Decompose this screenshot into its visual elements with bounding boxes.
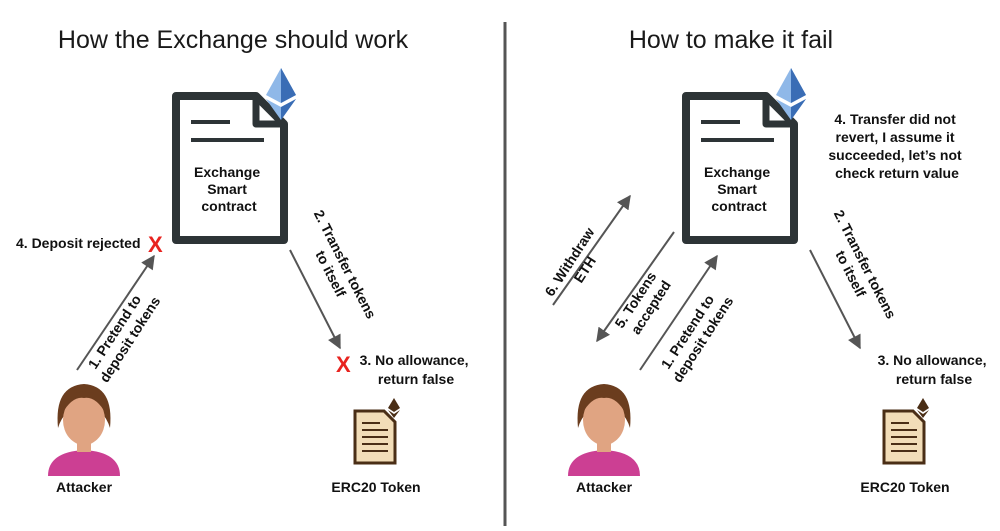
step-4-label: 4. Deposit rejected [16, 235, 141, 251]
contract-label-line: Smart [207, 181, 247, 197]
contract-label-line: contract [201, 198, 257, 214]
step-4-line: 4. Transfer did not [834, 111, 956, 127]
step-1-label: 1. Pretend to deposit tokens [655, 284, 737, 385]
contract-label-line: Exchange [194, 164, 260, 180]
arrow-deposit [639, 254, 718, 371]
arrow-transfer [289, 249, 341, 350]
step-2-label: 2. Transfer tokens to itself [816, 207, 902, 332]
arrow-tokens-accepted [596, 231, 675, 343]
contract-label-line: Smart [717, 181, 757, 197]
step-3-line: 3. No allowance, [360, 352, 469, 368]
left-title: How the Exchange should work [58, 26, 409, 54]
step-1-label: 1. Pretend to deposit tokens [82, 284, 164, 385]
attacker-avatar [48, 384, 120, 476]
step-3-line: 3. No allowance, [878, 352, 987, 368]
erc20-token-icon [353, 398, 400, 465]
arrow-deposit [76, 254, 155, 371]
left-panel: How the Exchange should work Exchange Sm… [16, 26, 473, 495]
step-4-label: 4. Transfer did not revert, I assume it … [828, 111, 965, 181]
step-3-line: return false [378, 371, 454, 387]
step-4-line: check return value [835, 165, 959, 181]
step-4-line: succeeded, let’s not [828, 147, 962, 163]
contract-label: Exchange Smart contract [704, 164, 774, 214]
ethereum-icon [776, 68, 806, 120]
allowance-cross: X [336, 352, 351, 377]
arrow-transfer [809, 249, 861, 350]
contract-document-icon [172, 92, 288, 244]
step-5-label: 5. Tokens accepted [611, 265, 675, 340]
step-4-line: revert, I assume it [836, 129, 955, 145]
step-3-label: 3. No allowance, return false [360, 352, 473, 387]
attacker-label: Attacker [576, 479, 633, 495]
ethereum-icon [266, 68, 296, 120]
contract-label-line: contract [711, 198, 767, 214]
right-panel: How to make it fail Exchange Smart contr… [541, 26, 991, 495]
erc20-token-label: ERC20 Token [860, 479, 949, 495]
step-3-label: 3. No allowance, return false [878, 352, 991, 387]
step-3-line: return false [896, 371, 972, 387]
step-2-label: 2. Transfer tokens to itself [296, 207, 382, 332]
arrow-withdraw [552, 194, 631, 306]
attacker-label: Attacker [56, 479, 113, 495]
erc20-token-icon [882, 398, 929, 465]
erc20-token-label: ERC20 Token [331, 479, 420, 495]
contract-label: Exchange Smart contract [194, 164, 264, 214]
deposit-rejected-cross: X [148, 232, 163, 257]
attacker-avatar [568, 384, 640, 476]
right-title: How to make it fail [629, 26, 833, 54]
contract-document-icon [682, 92, 798, 244]
contract-label-line: Exchange [704, 164, 770, 180]
